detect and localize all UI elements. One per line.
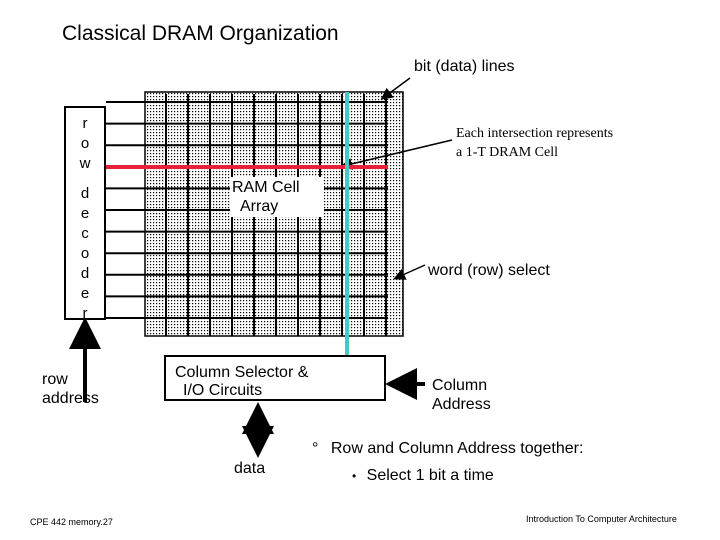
bullet-main: ° Row and Column Address together: [312, 440, 583, 458]
word-select-label: word (row) select [428, 262, 550, 279]
footer-right: Introduction To Computer Architecture [526, 514, 677, 524]
decoder-label-decoder: d e c o d e r [80, 185, 90, 322]
bullet-sub: • Select 1 bit a time [352, 467, 494, 485]
bullet-main-text: Row and Column Address together: [330, 440, 584, 457]
slide-title: Classical DRAM Organization [62, 22, 339, 45]
column-selector-line1: Column Selector & [175, 364, 309, 381]
ram-cell-label-line2: Array [240, 198, 279, 215]
bit-lines-label: bit (data) lines [414, 58, 515, 75]
decoder-label-row: r o w [79, 115, 91, 172]
column-address-label: Column Address [432, 376, 491, 414]
data-label: data [234, 460, 266, 477]
column-selector-line2: I/O Circuits [183, 382, 263, 399]
row-address-line2: address [42, 390, 99, 407]
row-address-label: row address [42, 370, 99, 408]
intersection-note-line1: Each intersection represents [456, 126, 614, 141]
bullet-main-marker: ° [312, 440, 319, 457]
intersection-pointer [340, 139, 453, 170]
ram-cell-array-label: RAM Cell Array [230, 177, 324, 217]
row-decoder: r o w d e c o d e r [64, 106, 106, 322]
intersection-note-line2: a 1-T DRAM Cell [456, 145, 559, 160]
bit-lines-pointer [380, 77, 411, 100]
row-address-line1: row [42, 371, 68, 388]
bullet-sub-marker: • [352, 469, 357, 483]
bullet-sub-text: Select 1 bit a time [366, 467, 494, 484]
footer-left: CPE 442 memory.27 [30, 517, 113, 527]
ram-cell-label-line1: RAM Cell [232, 179, 300, 196]
column-address-line1: Column [432, 377, 488, 394]
intersection-note: Each intersection represents a 1-T DRAM … [456, 124, 613, 162]
column-selector-box: Column Selector & I/O Circuits [164, 355, 386, 401]
word-select-pointer [393, 264, 426, 280]
column-address-line2: Address [432, 396, 491, 413]
